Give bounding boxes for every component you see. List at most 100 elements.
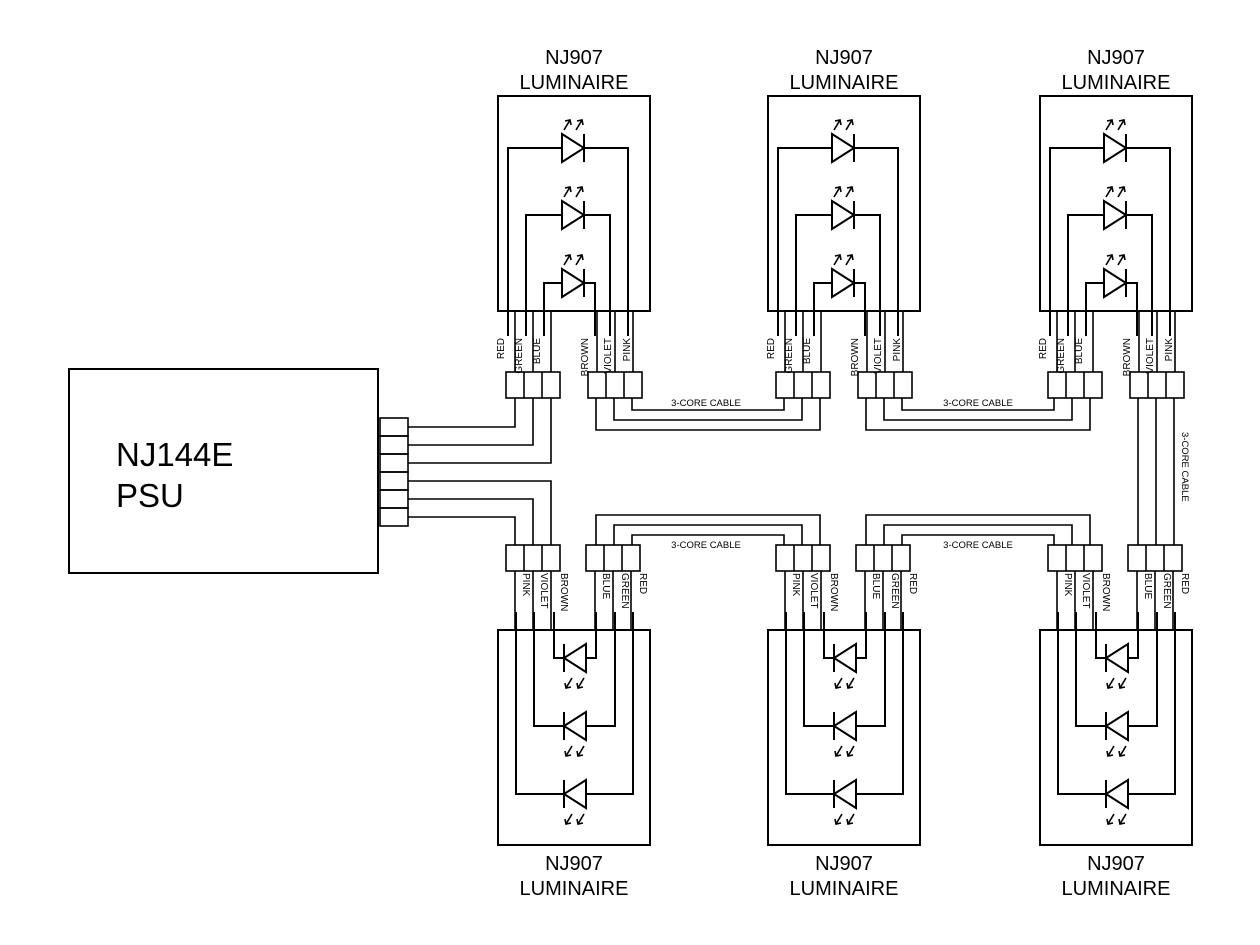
luminaire-title-line1: NJ907 (1087, 47, 1145, 69)
wire-label: PINK (1062, 573, 1073, 597)
wire-label: GREEN (784, 338, 795, 374)
terminal-block-out (587, 371, 643, 399)
light-arrow (833, 119, 842, 131)
led-icon (832, 642, 857, 689)
wire-label: BROWN (1122, 338, 1133, 376)
led-icon (1104, 642, 1129, 689)
wire-label: BLUE (1142, 573, 1153, 599)
luminaire-title-line2: LUMINAIRE (1062, 878, 1171, 900)
light-arrow (1118, 813, 1127, 825)
wire-label: PINK (520, 573, 531, 597)
terminal-block-in (1127, 544, 1183, 572)
cable-label: 3-CORE CABLE (1179, 432, 1190, 502)
luminaire-title-line1: NJ907 (1087, 853, 1145, 875)
led-icon (832, 778, 857, 825)
luminaire-title-line2: LUMINAIRE (790, 878, 899, 900)
cable-label: 3-CORE CABLE (943, 540, 1013, 551)
light-arrow (563, 119, 572, 131)
wire-label: GREEN (889, 573, 900, 609)
luminaire-title-line1: NJ907 (545, 853, 603, 875)
led-icon (561, 119, 586, 164)
terminal-block-in (775, 371, 831, 399)
light-arrow (1118, 677, 1127, 689)
led-icon (562, 710, 587, 757)
psu-title-line1: NJ144E (116, 436, 233, 473)
wire-label: GREEN (1161, 573, 1172, 609)
luminaire-box (767, 95, 921, 312)
wire-label: GREEN (514, 338, 525, 374)
light-arrow (575, 254, 584, 266)
wire-label: VIOLET (603, 338, 614, 374)
wire-label: GREEN (619, 573, 630, 609)
luminaire-box (1039, 629, 1193, 846)
wire-label: BROWN (850, 338, 861, 376)
light-arrow (563, 186, 572, 198)
led-icon (1104, 778, 1129, 825)
wire-label: BROWN (580, 338, 591, 376)
led-icon (562, 642, 587, 689)
light-arrow (576, 745, 585, 757)
wire-label: PINK (622, 338, 633, 362)
light-arrow (1117, 119, 1126, 131)
luminaire-title-line1: NJ907 (815, 853, 873, 875)
cable-top1-to-top2 (595, 398, 821, 431)
luminaire-box (497, 629, 651, 846)
light-arrow (1106, 677, 1115, 689)
light-arrow (833, 254, 842, 266)
cable-label: 3-CORE CABLE (671, 398, 741, 409)
wire-label: RED (1179, 573, 1190, 594)
wire-label: RED (766, 338, 777, 359)
led-icon (1103, 186, 1128, 231)
luminaire-title-line2: LUMINAIRE (520, 878, 629, 900)
light-arrow (834, 745, 843, 757)
wire-label: RED (907, 573, 918, 594)
luminaire-box (767, 629, 921, 846)
luminaire-title-line1: NJ907 (815, 47, 873, 69)
wire-label: VIOLET (1080, 573, 1091, 609)
wire-label: BROWN (828, 573, 839, 611)
terminal-block-out (1047, 544, 1103, 572)
led-icon (831, 119, 856, 164)
light-arrow (1118, 745, 1127, 757)
wire-label: BLUE (1074, 338, 1085, 364)
led-icon (831, 186, 856, 231)
psu-box (68, 368, 379, 574)
cable-label: 3-CORE CABLE (943, 398, 1013, 409)
light-arrow (576, 677, 585, 689)
wire-label: RED (637, 573, 648, 594)
light-arrow (576, 813, 585, 825)
terminal-block-out (1129, 371, 1185, 399)
wire-label: VIOLET (873, 338, 884, 374)
cable-bottom3-to-bottom2 (865, 514, 1091, 545)
light-arrow (834, 677, 843, 689)
light-arrow (575, 186, 584, 198)
wire-label: BROWN (558, 573, 569, 611)
luminaire-title-line2: LUMINAIRE (520, 72, 629, 94)
light-arrow (834, 813, 843, 825)
terminal-block-out (857, 371, 913, 399)
light-arrow (1106, 745, 1115, 757)
light-arrow (563, 254, 572, 266)
light-arrow (564, 677, 573, 689)
light-arrow (1106, 813, 1115, 825)
led-icon (561, 254, 586, 299)
light-arrow (564, 745, 573, 757)
luminaire-box (1039, 95, 1193, 312)
psu-output-terminals (379, 417, 409, 527)
light-arrow (845, 254, 854, 266)
terminal-block-in (585, 544, 641, 572)
psu-title-line2: PSU (116, 477, 184, 514)
wire-label: BLUE (870, 573, 881, 599)
light-arrow (575, 119, 584, 131)
light-arrow (1117, 186, 1126, 198)
terminal-block-out (775, 544, 831, 572)
led-icon (562, 778, 587, 825)
light-arrow (845, 119, 854, 131)
